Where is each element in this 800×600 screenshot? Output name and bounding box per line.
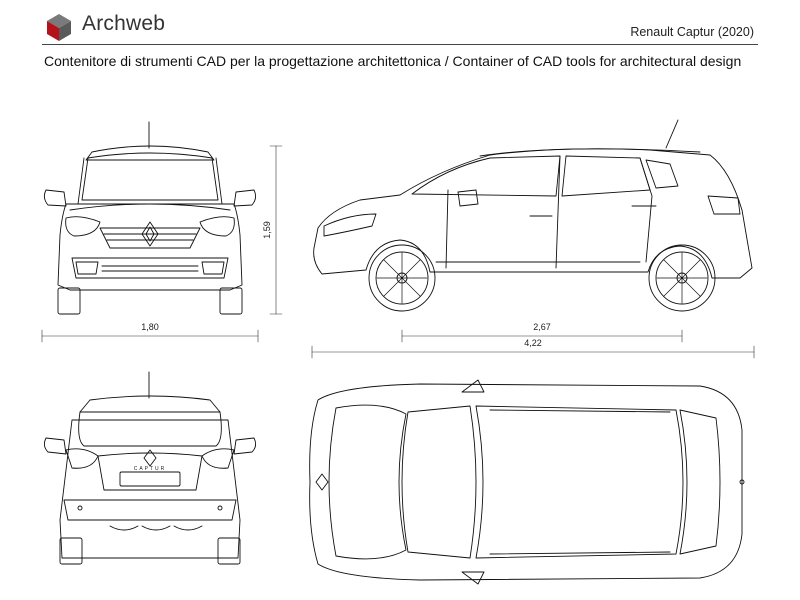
rear-view: CAPTUR: [43, 371, 257, 565]
dimension-height-label: 1,59: [262, 221, 272, 239]
dimension-lines: [41, 145, 755, 359]
brand-name[interactable]: Archweb: [82, 12, 166, 35]
front-view: [43, 121, 257, 315]
dimension-width-label: 1,80: [141, 322, 159, 332]
rear-badge-text: CAPTUR: [134, 466, 167, 472]
model-title: Renault Captur (2020): [630, 25, 754, 39]
header: Archweb Renault Captur (2020) Contenitor…: [0, 0, 800, 78]
dimension-wheelbase-label: 2,67: [533, 322, 551, 332]
dimension-length-label: 4,22: [524, 338, 542, 348]
archweb-logo-icon[interactable]: [44, 12, 74, 42]
top-view: [309, 379, 745, 585]
header-divider: [42, 44, 758, 45]
page-subtitle: Contenitore di strumenti CAD per la prog…: [44, 53, 742, 69]
side-view: [313, 119, 753, 312]
